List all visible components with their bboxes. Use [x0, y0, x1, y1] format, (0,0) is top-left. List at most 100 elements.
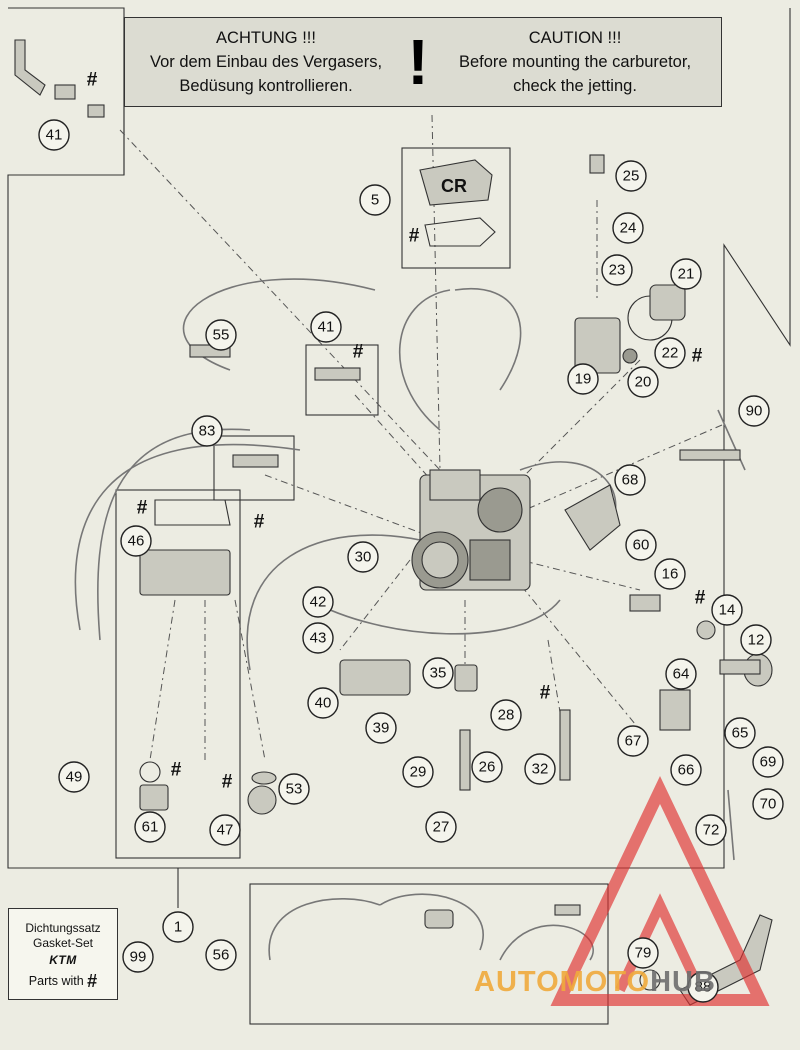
callout-circle	[711, 594, 743, 626]
callout-circle	[665, 658, 697, 690]
callout-number: 79	[635, 945, 652, 962]
hash-mark: #	[353, 342, 364, 363]
callout-28: 28	[490, 699, 522, 731]
callout-21: 21	[670, 258, 702, 290]
callout-90: 90	[738, 395, 770, 427]
callout-circle	[58, 761, 90, 793]
callout-66: 66	[670, 754, 702, 786]
callout-number: 46	[128, 533, 145, 550]
callout-14: 14	[711, 594, 743, 626]
callout-circle	[612, 212, 644, 244]
callout-number: 60	[633, 537, 650, 554]
callout-41: 41	[38, 119, 70, 151]
hash-mark: #	[695, 588, 706, 609]
callout-circle	[752, 788, 784, 820]
hash-mark: #	[222, 772, 233, 793]
callout-number: 65	[732, 725, 749, 742]
callout-number: 43	[310, 630, 327, 647]
callout-circle	[191, 415, 223, 447]
callout-circle	[471, 751, 503, 783]
callout-circle	[670, 258, 702, 290]
callout-number: 25	[623, 168, 640, 185]
callout-83: 83	[191, 415, 223, 447]
callout-circle	[627, 366, 659, 398]
callout-29: 29	[402, 756, 434, 788]
callout-circle	[490, 699, 522, 731]
callout-88: 88	[687, 971, 719, 1003]
callout-circle	[738, 395, 770, 427]
hash-marks: # # # # # # # # # #	[87, 70, 706, 793]
callout-number: 70	[760, 796, 777, 813]
callout-number: 40	[315, 695, 332, 712]
callout-number: 53	[286, 781, 303, 798]
callout-number: 12	[748, 632, 765, 649]
callout-circle	[740, 624, 772, 656]
caution-en-line2: check the jetting.	[513, 77, 637, 95]
callout-47: 47	[209, 814, 241, 846]
callout-circle	[278, 773, 310, 805]
callout-number: 39	[373, 720, 390, 737]
caution-de-line1: Vor dem Einbau des Vergasers,	[149, 53, 383, 71]
callout-number: 64	[673, 666, 690, 683]
callout-circle	[567, 363, 599, 395]
callout-42: 42	[302, 586, 334, 618]
callout-35: 35	[422, 657, 454, 689]
callout-circle	[601, 254, 633, 286]
callout-number: 99	[130, 949, 147, 966]
callout-circle	[365, 712, 397, 744]
callout-46: 46	[120, 525, 152, 557]
callout-circle	[752, 746, 784, 778]
gasket-line2: Gasket-Set	[32, 936, 94, 950]
callout-number: 5	[371, 192, 379, 209]
callout-number: 32	[532, 761, 549, 778]
callout-number: 19	[575, 371, 592, 388]
callout-number: 41	[46, 127, 63, 144]
callout-69: 69	[752, 746, 784, 778]
hash-mark: #	[540, 683, 551, 704]
caution-german: ACHTUNG !!! Vor dem Einbau des Vergasers…	[125, 26, 407, 98]
callout-number: 28	[498, 707, 515, 724]
callout-number: 22	[662, 345, 679, 362]
callout-99: 99	[122, 941, 154, 973]
callout-circle	[654, 558, 686, 590]
callout-49: 49	[58, 761, 90, 793]
callout-circle	[122, 941, 154, 973]
callout-circle	[302, 622, 334, 654]
callout-56: 56	[205, 939, 237, 971]
callout-circle	[134, 811, 166, 843]
callout-79: 79	[627, 937, 659, 969]
callout-41: 41	[310, 311, 342, 343]
callout-number: 16	[662, 566, 679, 583]
callout-39: 39	[365, 712, 397, 744]
hash-mark: #	[692, 346, 703, 367]
caution-box: ACHTUNG !!! Vor dem Einbau des Vergasers…	[124, 17, 722, 107]
callout-60: 60	[625, 529, 657, 561]
callout-64: 64	[665, 658, 697, 690]
top-cover: CR	[419, 159, 496, 247]
callout-number: 69	[760, 754, 777, 771]
callout-circle	[120, 525, 152, 557]
callout-number: 67	[625, 733, 642, 750]
callout-26: 26	[471, 751, 503, 783]
callout-circle	[724, 717, 756, 749]
caution-en-title: CAUTION !!!	[528, 29, 622, 47]
callout-circle	[209, 814, 241, 846]
hash-mark: #	[409, 226, 420, 247]
callout-number: 55	[213, 327, 230, 344]
callout-number: 42	[310, 594, 327, 611]
callout-number: 56	[213, 947, 230, 964]
callout-circle	[627, 937, 659, 969]
hash-mark: #	[171, 760, 182, 781]
callout-number: 66	[678, 762, 695, 779]
callout-number: 21	[678, 266, 695, 283]
callout-number: 68	[622, 472, 639, 489]
gasket-line3: Parts with #	[9, 972, 117, 990]
callout-32: 32	[524, 753, 556, 785]
gasket-line3-text: Parts with	[28, 974, 84, 988]
carburetor-body	[411, 469, 531, 591]
hash-mark: #	[254, 512, 265, 533]
callout-70: 70	[752, 788, 784, 820]
callout-circle	[310, 311, 342, 343]
callout-20: 20	[627, 366, 659, 398]
